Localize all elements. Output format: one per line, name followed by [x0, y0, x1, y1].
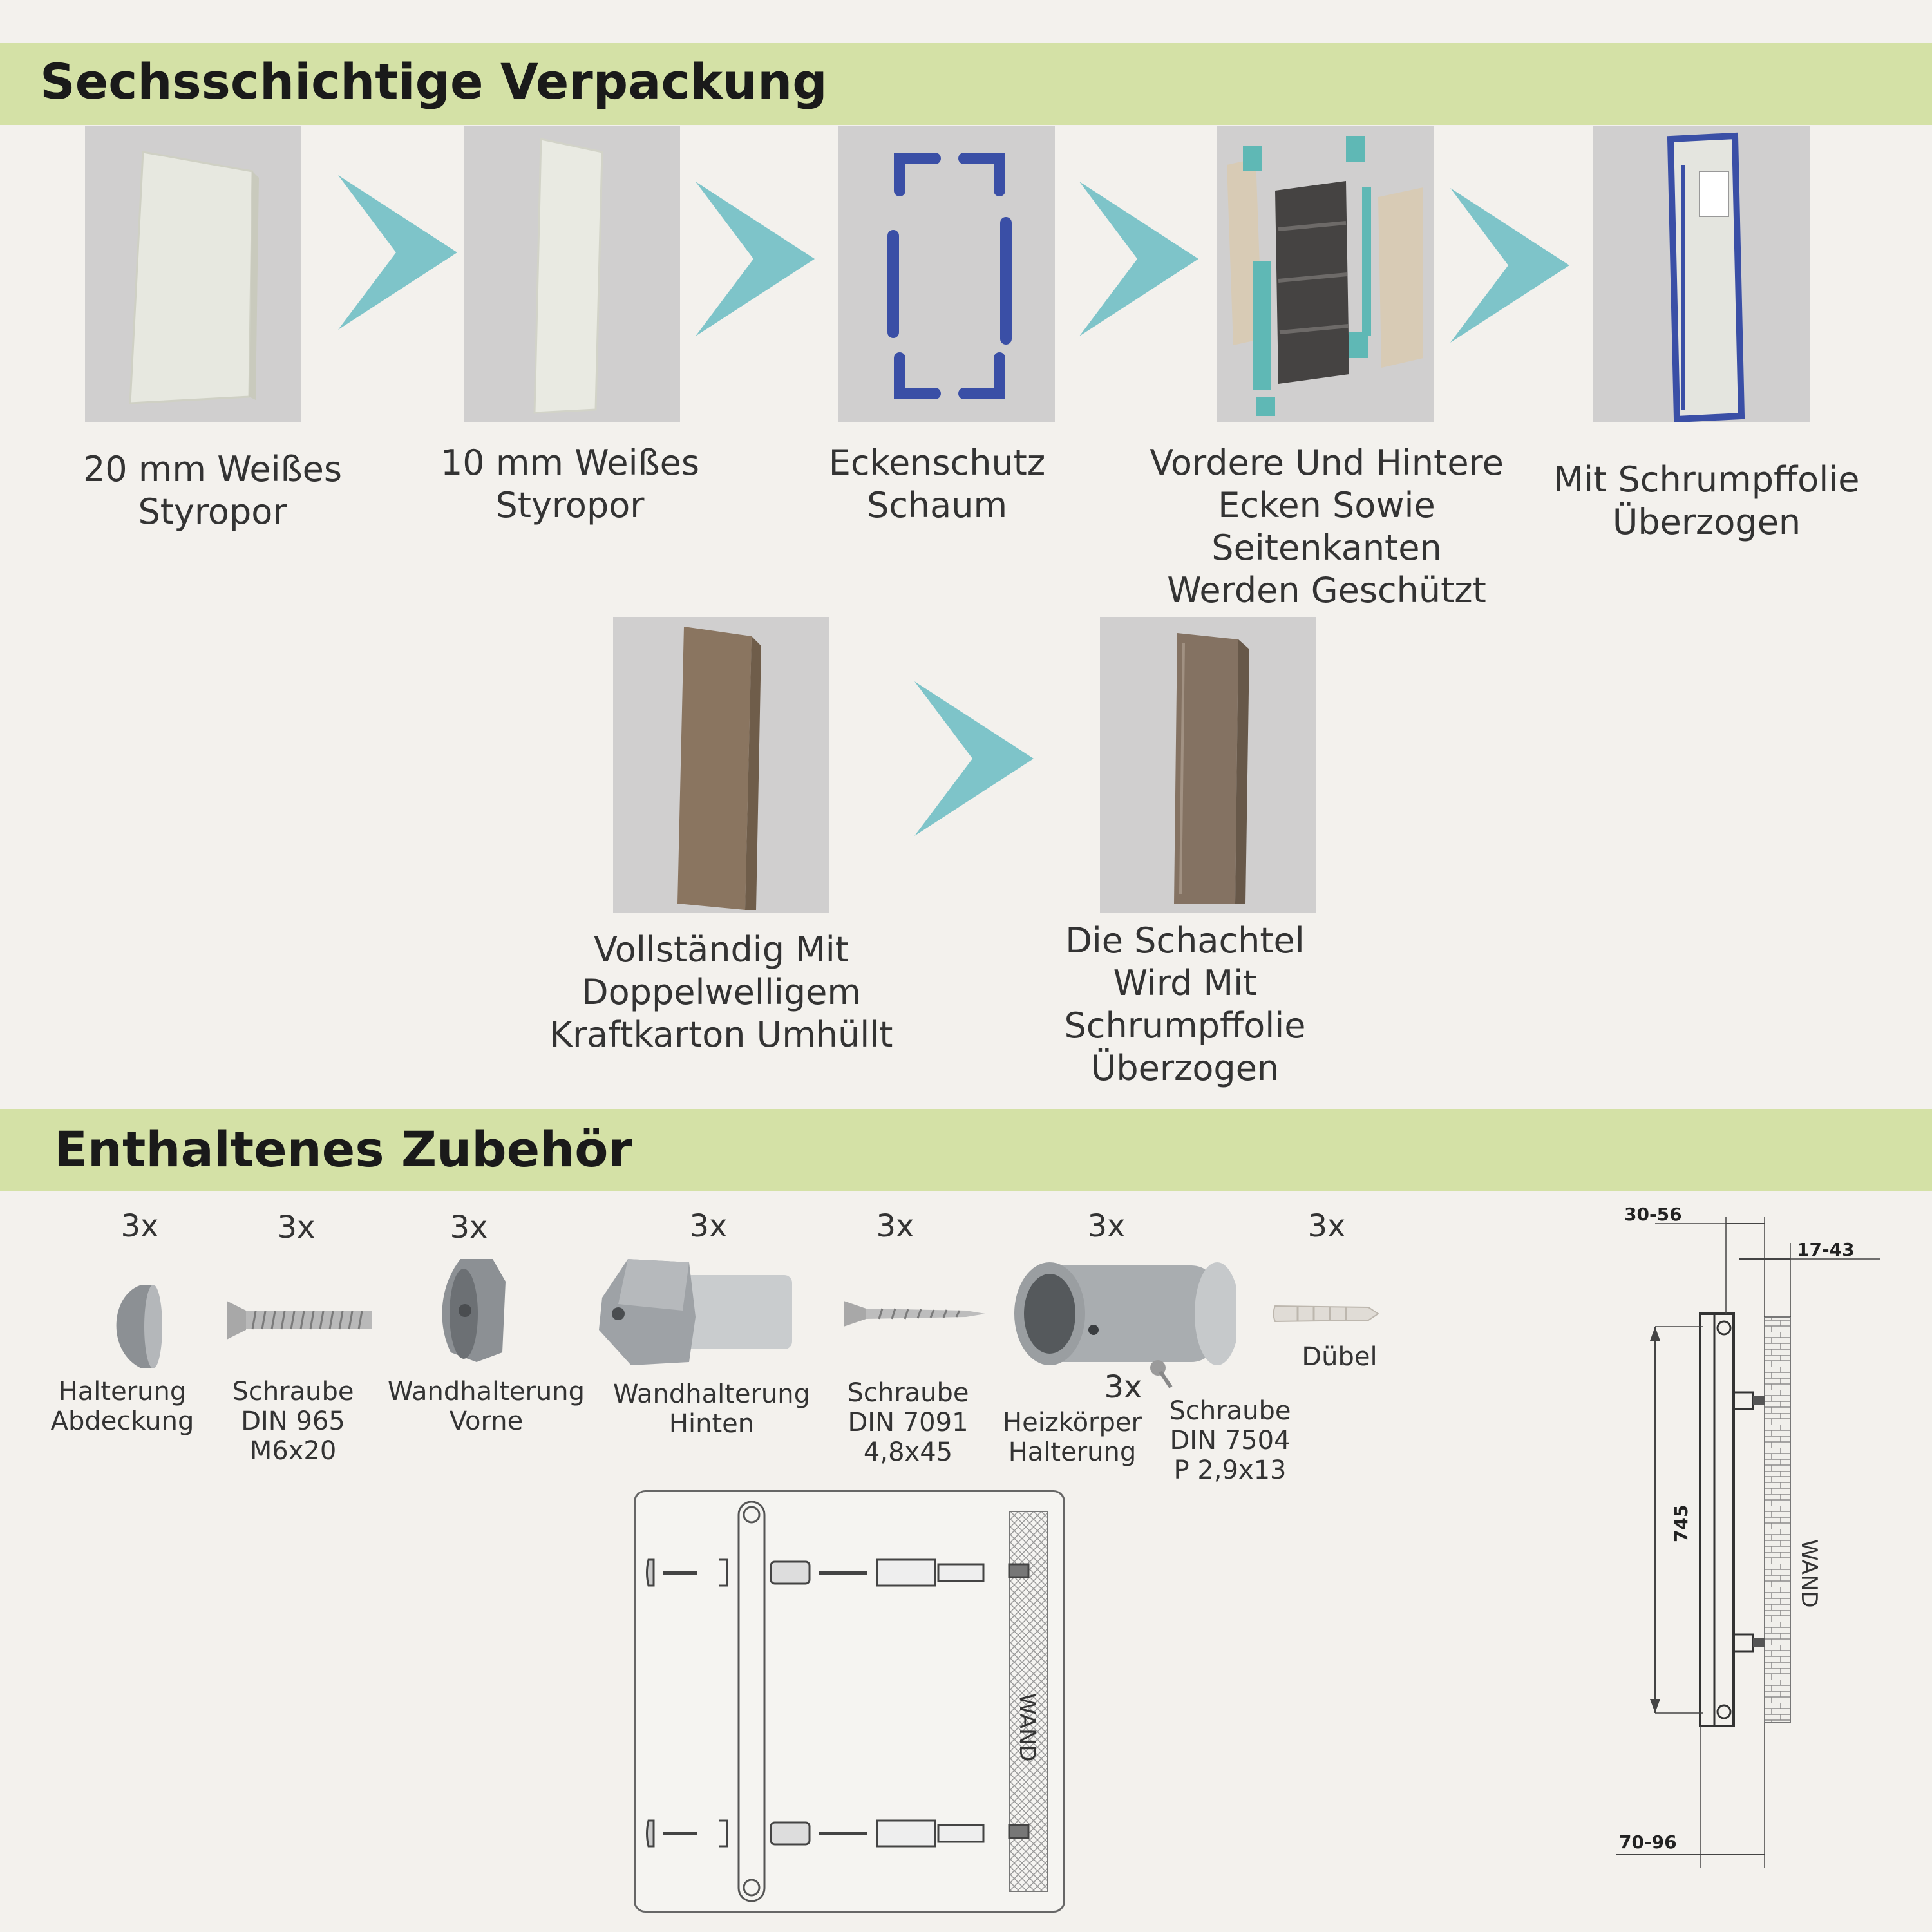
label-wall-bracket-front: Wandhalterung Vorne — [387, 1377, 585, 1436]
mounting-cover-icon — [116, 1285, 162, 1368]
step-5-photo — [1593, 126, 1810, 422]
label-screw-din7091: Schraube DIN 7091 4,8x45 — [847, 1378, 969, 1467]
wall-bracket-back-icon — [599, 1259, 792, 1365]
step-1-photo — [85, 126, 301, 422]
qty-dowel: 3x — [1307, 1208, 1346, 1244]
arrow-icon — [696, 182, 815, 336]
qty-wall-bracket-front: 3x — [450, 1209, 488, 1245]
screw-din7091-icon — [844, 1301, 985, 1327]
label-wall-bracket-back: Wandhalterung Hinten — [612, 1379, 811, 1439]
qty-radiator-holder: 3x — [1087, 1208, 1126, 1244]
label-dowel: Dübel — [1302, 1342, 1378, 1372]
step-4-photo — [1217, 126, 1434, 422]
arrow-icon — [914, 681, 1034, 836]
dim-top-outer: 30-56 — [1624, 1204, 1682, 1225]
step-6-caption: Vollständig Mit Doppelwelligem Kraftkart… — [549, 929, 893, 1055]
wall-bracket-front-icon — [442, 1259, 506, 1362]
label-screw-din965: Schraube DIN 965 M6x20 — [232, 1377, 354, 1466]
step-7-photo — [1100, 617, 1316, 913]
shrink-wrapped-panel-icon — [1667, 132, 1745, 422]
step-3-photo — [838, 126, 1055, 422]
step-3-caption: Eckenschutz Schaum — [828, 442, 1046, 526]
dim-top-inner: 17-43 — [1797, 1239, 1855, 1260]
wrapped-carton-icon — [1174, 633, 1249, 904]
step-7-caption: Die Schachtel Wird Mit Schrumpffolie Übe… — [1064, 920, 1306, 1088]
assembly-diagram-drawing — [646, 1501, 1048, 1902]
qty-wall-bracket-back: 3x — [689, 1208, 728, 1244]
assembly-diagram: WAND — [634, 1490, 1065, 1913]
assembly-wall-label: WAND — [1014, 1693, 1040, 1762]
screw-din965-icon — [227, 1301, 372, 1340]
step-2-photo — [464, 126, 680, 422]
dimension-diagram: 30-56 17-43 70-96 745 WAND — [1616, 1204, 1880, 1868]
exploded-packaging-icon — [1227, 136, 1423, 416]
dim-bottom: 70-96 — [1619, 1832, 1677, 1853]
packaging-title: Sechsschichtige Verpackung — [40, 53, 828, 110]
qty-screw-din7091: 3x — [876, 1208, 914, 1244]
dim-height: 745 — [1671, 1505, 1692, 1542]
screw-din7504-icon — [1150, 1360, 1173, 1388]
dimension-wall-label: WAND — [1796, 1539, 1822, 1608]
packaging-section-header — [0, 43, 1932, 125]
arrow-icon — [1450, 188, 1569, 343]
arrow-icon — [1079, 182, 1198, 336]
step-6-photo — [613, 617, 829, 913]
dowel-icon — [1273, 1305, 1379, 1323]
styrofoam-10mm-icon — [533, 138, 603, 414]
label-mounting-cover: Halterung Abdeckung — [50, 1377, 194, 1436]
step-2-caption: 10 mm Weißes Styropor — [440, 442, 700, 526]
qty-screw-din965: 3x — [277, 1209, 316, 1245]
radiator-holder-icon — [1014, 1262, 1236, 1365]
accessories-section-header — [0, 1109, 1932, 1191]
qty-mounting-cover: 3x — [120, 1208, 159, 1244]
label-screw-din7504: Schraube DIN 7504 P 2,9x13 — [1169, 1396, 1291, 1485]
label-radiator-holder: Heizkörper Halterung — [1003, 1408, 1142, 1467]
accessories-title: Enthaltenes Zubehör — [54, 1121, 632, 1178]
step-1-caption: 20 mm Weißes Styropor — [82, 449, 343, 532]
corner-foam-icon — [887, 153, 1012, 399]
qty-screw-din7504: 3x — [1104, 1369, 1142, 1405]
step-5-caption: Mit Schrumpffolie Überzogen — [1553, 459, 1860, 542]
kraft-carton-icon — [677, 627, 761, 910]
arrow-icon — [338, 175, 457, 330]
styrofoam-20mm-icon — [129, 151, 259, 404]
step-4-caption: Vordere Und Hintere Ecken Sowie Seitenka… — [1150, 442, 1504, 611]
